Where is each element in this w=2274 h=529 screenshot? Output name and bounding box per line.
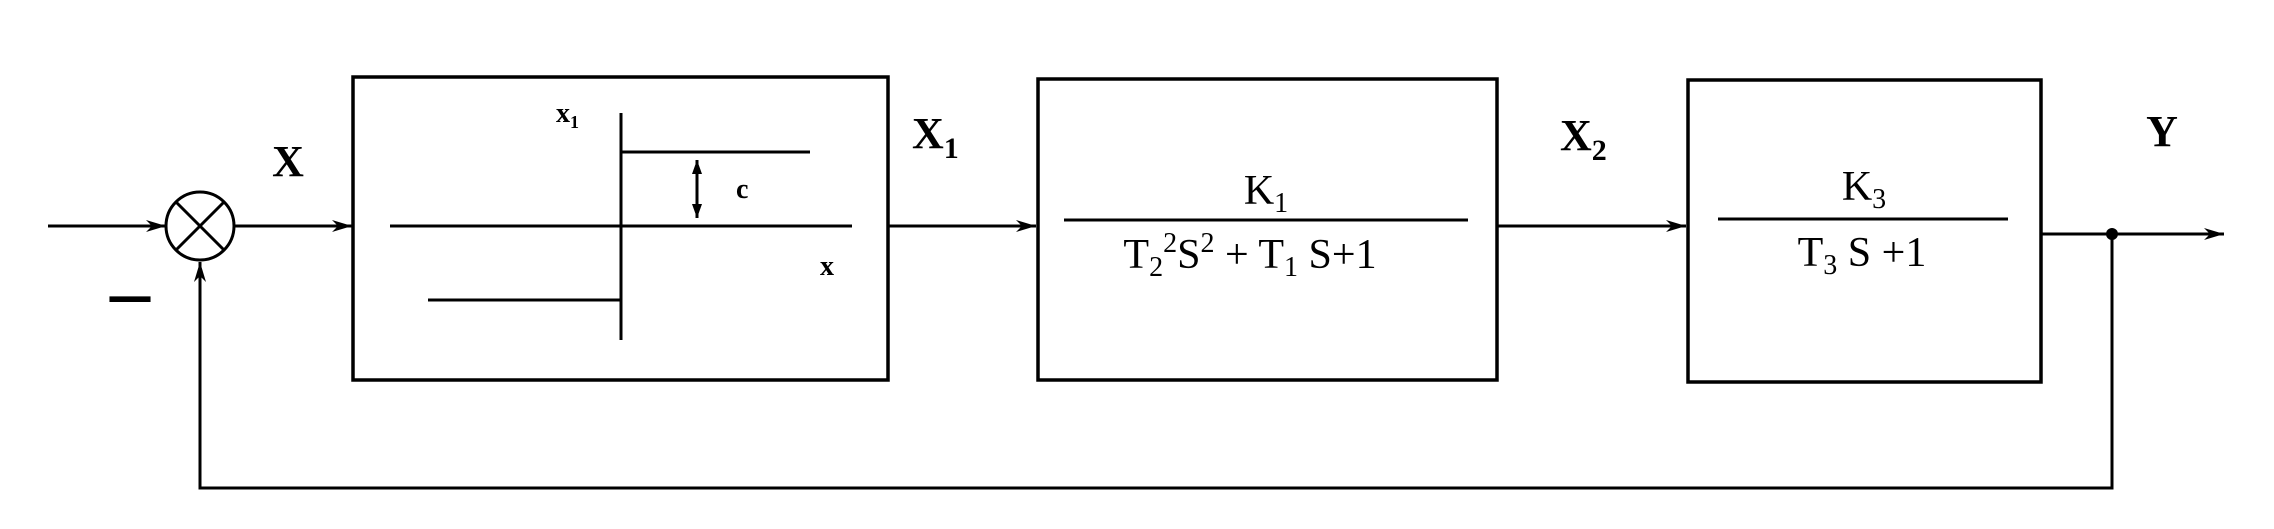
feedback-sign: – xyxy=(109,248,151,336)
transfer-block-2 xyxy=(1686,78,2043,384)
block2-denominator: T3 S +1 xyxy=(1798,230,1927,281)
signal-y-label: Y xyxy=(2146,107,2178,156)
relay-characteristic xyxy=(390,113,852,340)
block2-numerator: K3 xyxy=(1842,164,1886,215)
relay-x-axis-label: x xyxy=(820,251,834,282)
block1-denominator: T22S2 + T1 S+1 xyxy=(1123,228,1376,283)
signal-x2-label: X2 xyxy=(1560,111,1607,167)
signal-x1-label: X1 xyxy=(912,109,959,165)
summing-junction xyxy=(164,190,236,262)
signal-x-label: X xyxy=(272,137,304,186)
block1-numerator: K1 xyxy=(1244,168,1288,219)
feedback-path xyxy=(194,234,2114,490)
relay-threshold-label: c xyxy=(736,174,748,205)
relay-y-axis-label: x1 xyxy=(556,98,579,132)
transfer-block-1 xyxy=(1036,77,1499,382)
